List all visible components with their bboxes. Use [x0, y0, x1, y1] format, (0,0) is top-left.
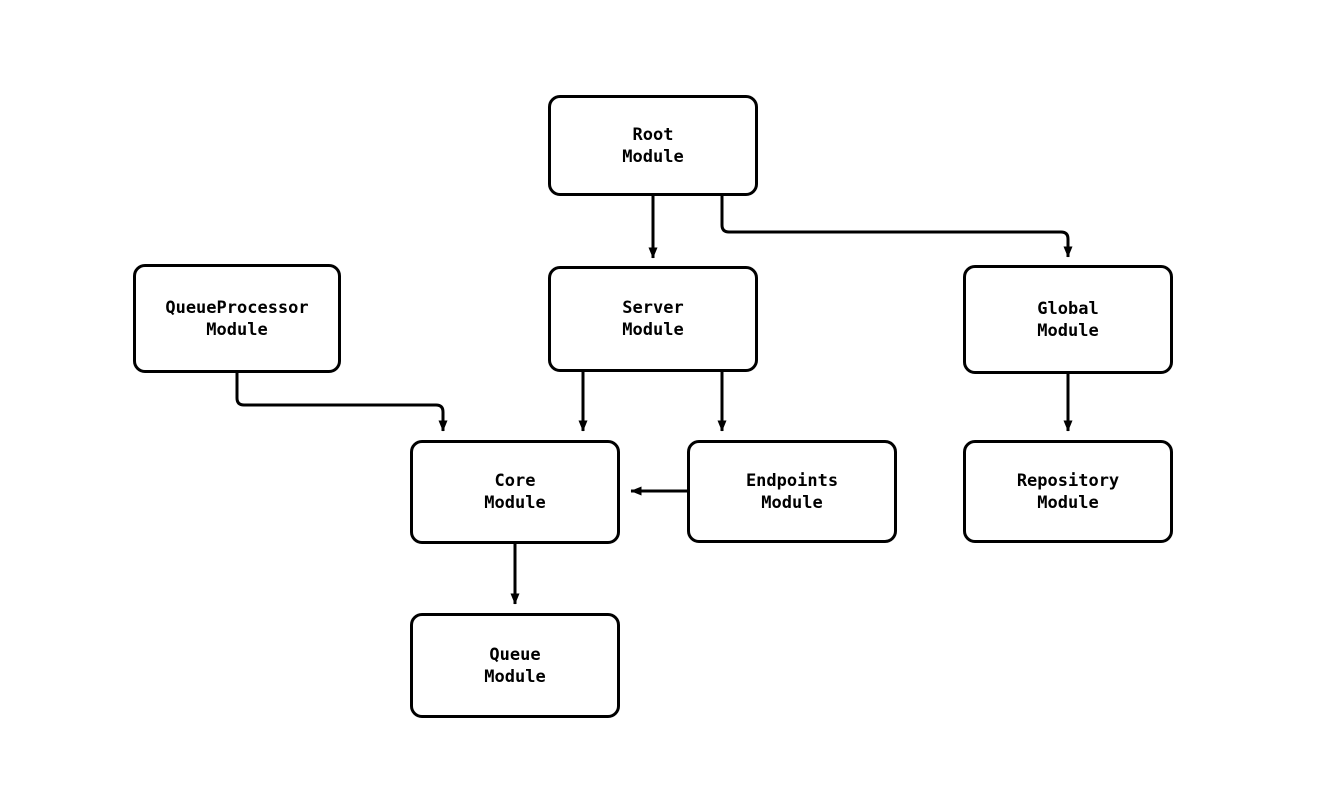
node-core-module-line2: Module: [484, 493, 546, 513]
node-root-module-line2: Module: [622, 146, 684, 167]
node-endpoints-module[interactable]: Endpoints Module: [687, 440, 897, 543]
node-global-module[interactable]: Global Module: [963, 265, 1173, 374]
node-repository-module[interactable]: Repository Module: [963, 440, 1173, 543]
node-core-module-line1: Core: [494, 471, 536, 491]
node-endpoints-module-line2: Module: [761, 492, 823, 513]
node-root-module-line1: Root: [632, 124, 674, 145]
edge-queueprocessor-core: [235, 373, 448, 432]
node-global-module-line1: Global: [1037, 298, 1099, 319]
node-queueprocessor-module-line2: Module: [206, 319, 268, 340]
node-global-module-line2: Module: [1037, 320, 1099, 341]
node-queue-module[interactable]: Queue Module: [410, 613, 620, 718]
node-core-module[interactable]: Core Module: [410, 440, 620, 544]
node-server-module-line1: Server: [622, 298, 684, 318]
node-queueprocessor-module-line1: QueueProcessor: [165, 297, 309, 318]
node-queue-module-line1: Queue: [489, 644, 541, 665]
node-server-module[interactable]: Server Module: [548, 266, 758, 372]
node-repository-module-line1: Repository: [1016, 470, 1120, 491]
node-queue-module-line2: Module: [484, 666, 546, 687]
node-repository-module-line2: Module: [1037, 492, 1099, 513]
node-queueprocessor-module[interactable]: QueueProcessor Module: [133, 264, 341, 373]
edge-root-global: [720, 196, 1073, 258]
node-root-module[interactable]: Root Module: [548, 95, 758, 196]
node-server-module-line2: Module: [622, 320, 684, 340]
node-endpoints-module-line1: Endpoints: [745, 470, 839, 491]
